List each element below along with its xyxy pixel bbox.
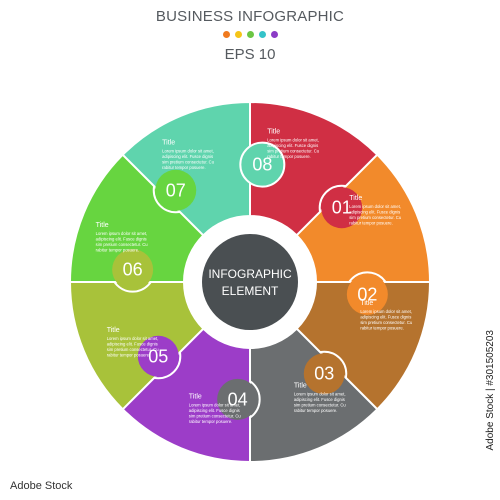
puzzle-knob-fill-08 (241, 144, 283, 186)
segment-body-line: rabitur tempor posuere. (294, 408, 338, 413)
segment-05 (121, 327, 251, 464)
segment-body-line: Lorem ipsum dolor sit amet, (96, 231, 148, 236)
segment-body-line: sim pretium consectetur. Cu (107, 347, 160, 352)
segment-number: 06 (123, 260, 143, 280)
color-dot (222, 31, 230, 38)
segment-body-line: sim pretium consectetur. Cu (189, 413, 242, 418)
puzzle-knob-fill-04 (217, 378, 259, 420)
segment-body-line: rabitur tempor posuere. (96, 247, 140, 252)
segment-body-line: adipiscing elit. Fusce dignis (96, 236, 147, 241)
page-title: BUSINESS INFOGRAPHIC (155, 8, 345, 25)
color-dots (0, 31, 500, 38)
segment-number: 08 (252, 155, 272, 175)
segment-body-line: Lorem ipsum dolor sit amet, (349, 204, 401, 209)
segment-number: 01 (332, 198, 352, 218)
segment-07 (68, 153, 205, 283)
segment-title: Title (349, 195, 362, 202)
color-dot (270, 31, 278, 38)
segment-body-line: sim pretium consectetur. Cu (294, 402, 347, 407)
segment-body-line: adipiscing elit. Fusce dignis (349, 210, 400, 215)
segment-body-line: Lorem ipsum dolor sit amet, (267, 138, 319, 143)
segment-number: 07 (166, 180, 186, 200)
puzzle-knob-fill-07 (155, 169, 197, 211)
color-dot (246, 31, 254, 38)
segment-08 (121, 100, 251, 237)
segment-body-line: rabitur tempor posuere. (267, 154, 311, 159)
segment-number: 04 (228, 389, 248, 409)
puzzle-knob-fill-02 (346, 273, 388, 315)
color-dot (258, 31, 266, 38)
segment-body-line: adipiscing elit. Fusce dignis (360, 315, 411, 320)
color-dot (234, 31, 242, 38)
segment-body-line: sim pretium consectetur. Cu (360, 320, 413, 325)
segment-title: Title (189, 393, 202, 400)
puzzle-knob-fill-03 (303, 353, 345, 395)
center-line-1: INFOGRAPHIC (208, 267, 292, 281)
segment-body-line: Lorem ipsum dolor sit amet, (294, 391, 346, 396)
segment-body-line: adipiscing elit. Fusce dignis (107, 341, 158, 346)
segment-body-line: adipiscing elit. Fusce dignis (189, 408, 240, 413)
puzzle-knob-fill-06 (112, 249, 154, 291)
segment-04 (249, 327, 379, 464)
segment-body-line: adipiscing elit. Fusce dignis (162, 154, 213, 159)
puzzle-knob-fill-01 (321, 187, 363, 229)
center-line-2: ELEMENT (222, 284, 279, 298)
segment-body-line: sim pretium consectetur. Cu (96, 242, 149, 247)
page-subtitle: EPS 10 (224, 46, 276, 63)
segment-number: 02 (357, 284, 377, 304)
stock-logo-watermark: Adobe Stock (10, 480, 73, 492)
segment-02 (295, 153, 432, 283)
segment-body-line: rabitur tempor posuere. (349, 221, 393, 226)
segment-body-line: sim pretium consectetur. Cu (349, 215, 402, 220)
segment-01 (249, 100, 379, 237)
stock-id-watermark: Adobe Stock | #301505203 (485, 330, 496, 451)
segment-title: Title (107, 327, 120, 334)
segment-03 (295, 281, 432, 411)
segment-body-line: rabitur tempor posuere. (107, 352, 151, 357)
segment-number: 03 (314, 364, 334, 384)
segment-body-line: Lorem ipsum dolor sit amet, (107, 336, 159, 341)
segment-body-line: rabitur tempor posuere. (360, 326, 404, 331)
segment-body-line: rabitur tempor posuere. (189, 419, 233, 424)
segment-number: 05 (148, 346, 168, 366)
segment-title: Title (96, 222, 109, 229)
segment-body-line: sim pretium consectetur. Cu (267, 149, 320, 154)
segment-title: Title (360, 300, 373, 307)
segment-body-line: Lorem ipsum dolor sit amet, (189, 402, 241, 407)
segment-body-line: adipiscing elit. Fusce dignis (294, 397, 345, 402)
segment-title: Title (162, 140, 175, 147)
segment-title: Title (294, 382, 307, 389)
segment-body-line: adipiscing elit. Fusce dignis (267, 143, 318, 148)
segment-06 (68, 281, 205, 411)
center-circle (202, 234, 298, 330)
segment-body-line: rabitur tempor posuere. (162, 165, 206, 170)
segment-body-line: Lorem ipsum dolor sit amet, (360, 309, 412, 314)
segment-body-line: sim pretium consectetur. Cu (162, 160, 215, 165)
segment-title: Title (267, 129, 280, 136)
segment-body-line: Lorem ipsum dolor sit amet, (162, 149, 214, 154)
puzzle-knob-fill-05 (137, 335, 179, 377)
